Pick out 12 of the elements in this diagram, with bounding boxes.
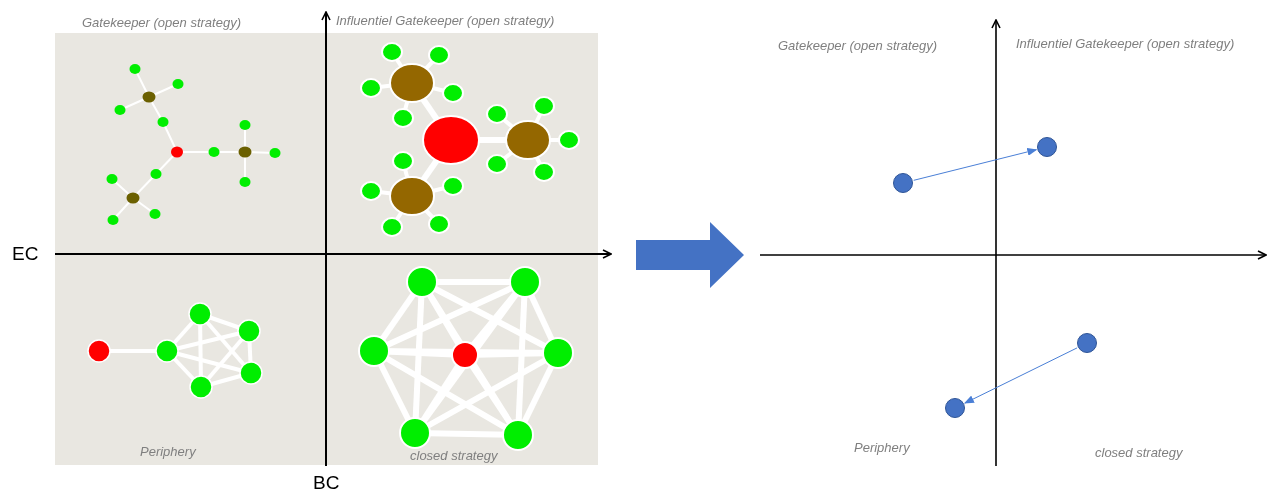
axis-label: BC <box>313 471 340 494</box>
quadrant-label: Gatekeeper (open strategy) <box>82 15 241 32</box>
arrow <box>913 147 1038 181</box>
quadrant-label: closed strategy <box>410 448 498 465</box>
quadrant-label: Influentiel Gatekeeper (open strategy) <box>1016 36 1235 53</box>
quadrant-label: closed strategy <box>1095 445 1183 462</box>
quadrant-label: Periphery <box>854 440 910 457</box>
axis-label: EC <box>12 242 39 266</box>
quadrant-label: Influentiel Gatekeeper (open strategy) <box>336 13 555 30</box>
quadrant-label: Periphery <box>140 444 196 461</box>
quadrant-label: Gatekeeper (open strategy) <box>778 38 937 55</box>
arrow <box>963 347 1078 404</box>
